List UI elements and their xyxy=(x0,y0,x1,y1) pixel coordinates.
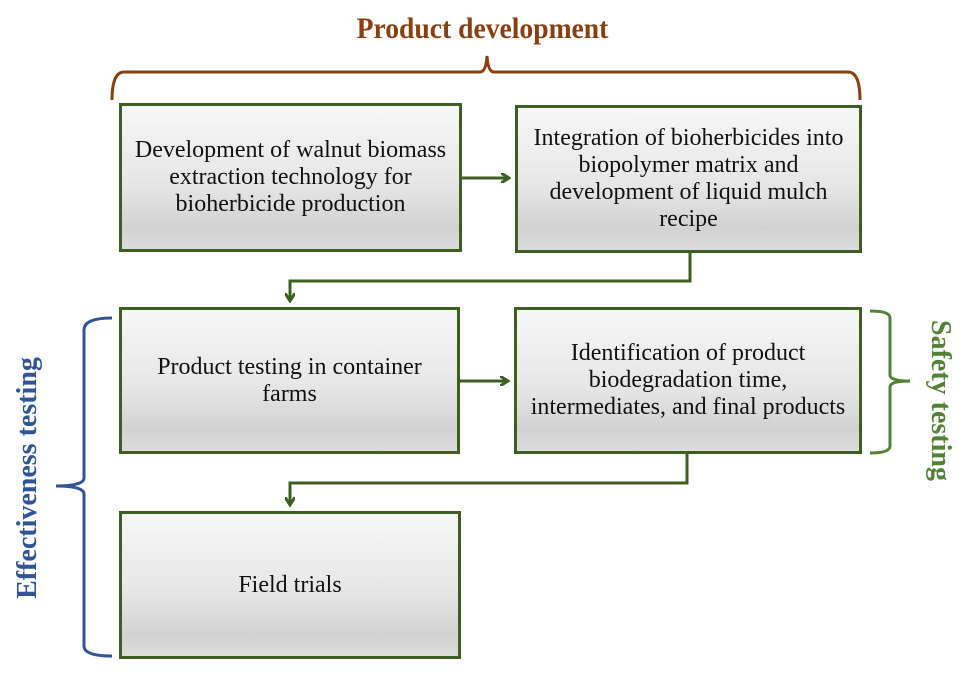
box-container-testing: Product testing in container farms xyxy=(119,307,460,454)
box-field-trials: Field trials xyxy=(119,511,461,659)
product-development-bracket xyxy=(110,55,862,101)
arrow-biodegradation-to-field xyxy=(290,453,689,504)
box-integration: Integration of bioherbicides into biopol… xyxy=(515,105,862,253)
product-development-title: Product development xyxy=(356,12,609,45)
effectiveness-testing-label: Effectiveness testing xyxy=(12,357,43,599)
safety-testing-label: Safety testing xyxy=(925,320,956,481)
effectiveness-bracket xyxy=(55,316,113,658)
arrow-integration-to-container xyxy=(290,252,692,300)
safety-bracket xyxy=(869,309,911,455)
box-extraction: Development of walnut biomass extraction… xyxy=(119,103,462,252)
box-biodegradation: Identification of product biodegradation… xyxy=(514,307,862,454)
